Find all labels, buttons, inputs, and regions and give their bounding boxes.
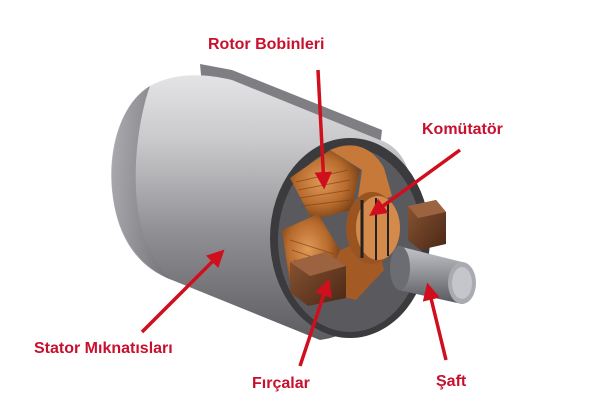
label-commutator: Komütatör <box>422 121 503 138</box>
arrow-stator-magnets <box>140 249 225 334</box>
arrow-commutator <box>369 148 462 217</box>
label-shaft: Şaft <box>436 373 467 390</box>
label-rotor-coils: Rotor Bobinleri <box>208 36 325 53</box>
arrow-shaft <box>422 282 448 361</box>
arrow-rotor-coils <box>314 69 333 190</box>
label-brushes: Fırçalar <box>252 375 310 392</box>
shaft <box>390 246 476 304</box>
label-stator-magnets: Stator Mıknatısları <box>34 340 173 357</box>
arrows <box>140 69 462 367</box>
arrow-brushes <box>298 278 332 367</box>
